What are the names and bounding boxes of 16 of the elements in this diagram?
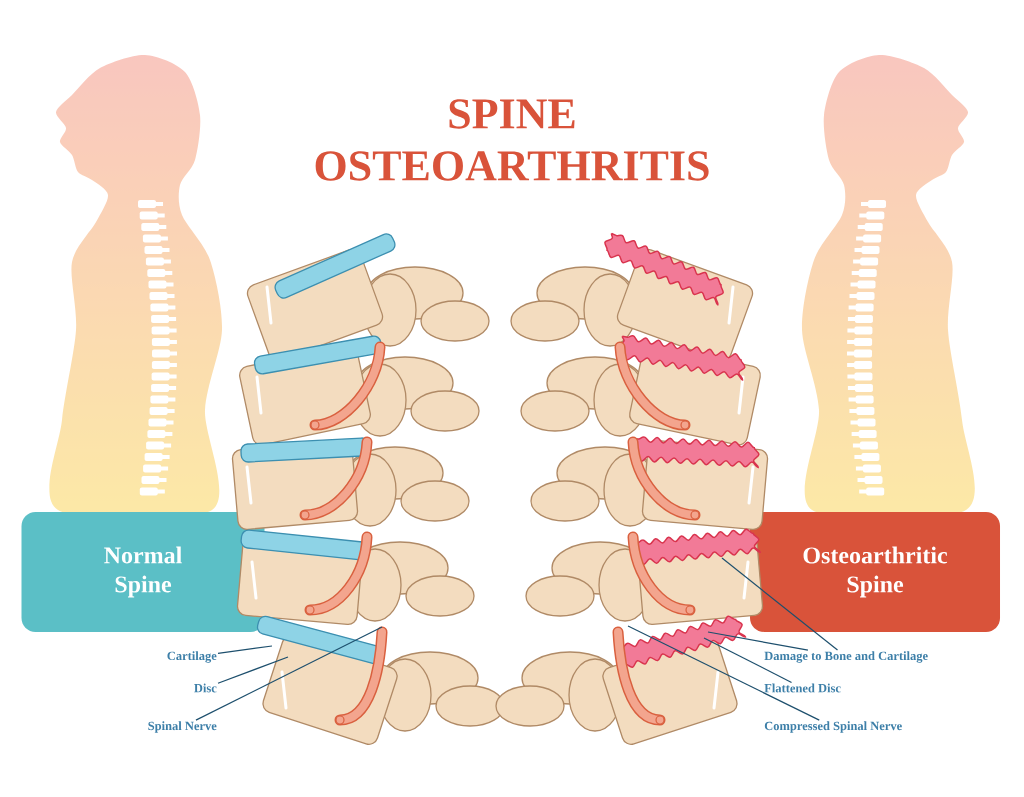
title-banner: Osteoarthritic Spine <box>750 512 1000 632</box>
leader-line <box>217 645 273 654</box>
leader-line <box>195 626 383 721</box>
leader-line <box>703 637 793 683</box>
part-label: Spinal Nerve <box>148 721 217 733</box>
title: SPINE OSTEOARTHRITIS <box>315 99 709 181</box>
part-label: Disc <box>194 683 217 693</box>
part-label: Compressed Spinal Nerve <box>764 721 902 733</box>
leader-line <box>721 557 839 651</box>
leader-line <box>217 656 289 684</box>
leader-line <box>707 631 809 651</box>
title-banner: Normal Spine <box>21 512 265 632</box>
leader-line <box>627 625 820 721</box>
part-label: Cartilage <box>167 651 217 663</box>
part-label: Damage to Bone and Cartilage <box>764 651 928 663</box>
part-label: Flattened Disc <box>764 683 841 693</box>
